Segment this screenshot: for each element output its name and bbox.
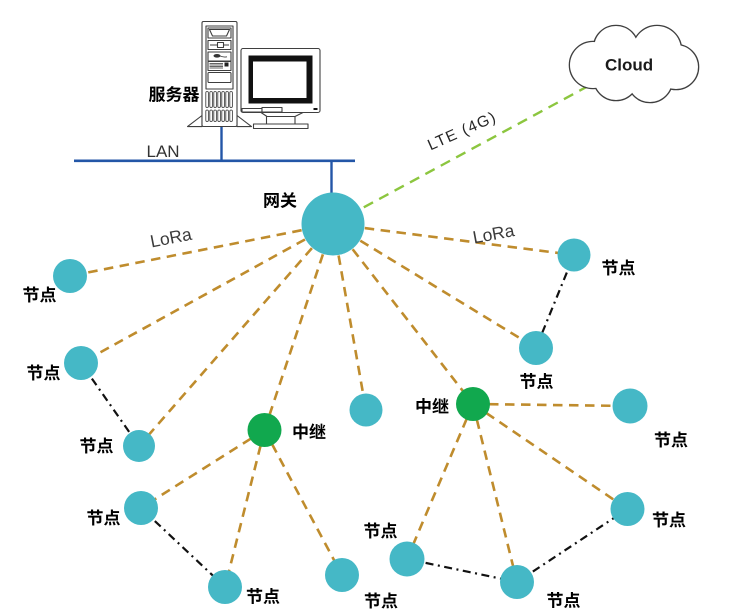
- svg-text:LAN: LAN: [147, 142, 180, 161]
- svg-text:Cloud: Cloud: [605, 56, 653, 75]
